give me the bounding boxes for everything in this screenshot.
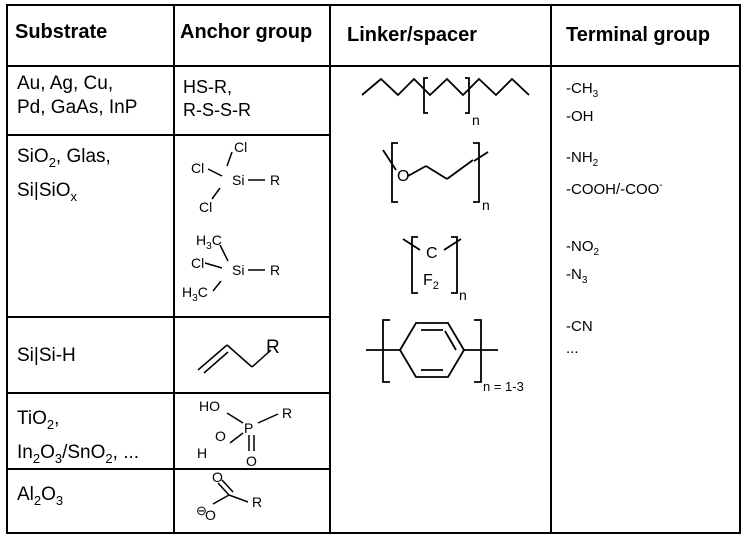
- si-label-2: Si: [232, 262, 244, 278]
- r-label-1: R: [270, 172, 280, 188]
- ethylene-glycol-linker: [382, 142, 489, 203]
- terminal-n3: -N3: [566, 266, 588, 286]
- o-label-3: O: [212, 469, 223, 485]
- substrate-alumina: Al2O3: [17, 484, 64, 508]
- alkene-bonds: [197, 344, 272, 374]
- o-label-4: O: [205, 507, 216, 523]
- header-anchor: Anchor group: [180, 21, 313, 43]
- o-linker: O: [397, 168, 409, 185]
- r-label-alkene: R: [266, 337, 280, 358]
- si-label-1: Si: [232, 172, 244, 188]
- phosphonic-labels: HO R P O H O: [197, 398, 292, 469]
- carboxylate-labels: O R ⊖ O: [196, 469, 262, 523]
- terminal-group-3: -NO2 -N3: [566, 236, 599, 292]
- anchor-disulfide: R-S-S-R: [183, 100, 251, 120]
- h3c-label-1: H3C: [196, 232, 222, 252]
- n-label-2: n: [482, 197, 490, 213]
- dimethylchlorosilane-bonds: [204, 244, 265, 292]
- terminal-nh2: -NH2: [566, 149, 599, 169]
- anchor-thiols: HS-R, R-S-S-R: [183, 76, 251, 122]
- terminal-cooh: -COOH/-COO-: [566, 180, 663, 198]
- n-range-label: n = 1-3: [483, 379, 524, 394]
- cl-label-3: Cl: [199, 199, 212, 215]
- o-label-2: O: [246, 453, 257, 469]
- r-label-4: R: [252, 494, 262, 510]
- table-border: [6, 4, 741, 534]
- substrate-siox-line: Si|SiOx: [17, 179, 78, 204]
- anchor-atom-labels: Cl Cl Si R Cl H3C Cl Si R H3C: [182, 139, 280, 304]
- substrate-hydride: Si|Si-H: [17, 345, 76, 366]
- perfluoro-linker: [402, 236, 462, 294]
- terminal-cn: -CN: [566, 318, 593, 335]
- h3c-label-2: H3C: [182, 284, 208, 304]
- alkyl-chain-linker: [361, 77, 530, 114]
- minus-charge: ⊖: [196, 503, 207, 518]
- linker-labels: n O n C F2 n n = 1-3: [397, 112, 524, 394]
- terminal-group-1: -CH3 -OH: [566, 78, 598, 128]
- substrate-oxides: SiO2, Glas, Si|SiOx: [17, 143, 111, 211]
- header-terminal: Terminal group: [566, 24, 711, 46]
- substrate-metals-line2: Pd, GaAs, InP: [17, 97, 138, 118]
- terminal-group-4: -CN ...: [566, 316, 593, 360]
- substrate-ito-line: In2O3/SnO2, ...: [17, 441, 140, 466]
- r-label-3: R: [282, 405, 292, 421]
- n-label-1: n: [472, 112, 480, 128]
- terminal-ch3: -CH3: [566, 80, 599, 100]
- carboxylate-bonds: [212, 479, 249, 505]
- cl-label-4: Cl: [191, 255, 204, 271]
- substrate-tio2-line: TiO2,: [17, 408, 60, 432]
- cl-label-1: Cl: [234, 139, 247, 155]
- f2-linker: F2: [423, 272, 439, 292]
- n-label-3: n: [459, 287, 467, 303]
- h-label: H: [197, 445, 207, 461]
- phenylene-linker: [366, 319, 498, 383]
- phosphonic-bonds: [226, 412, 279, 451]
- substrate-tio2-ito: TiO2, In2O3/SnO2, ...: [17, 405, 139, 473]
- header-linker: Linker/spacer: [347, 24, 478, 46]
- header-substrate: Substrate: [15, 21, 108, 43]
- terminal-no2: -NO2: [566, 238, 600, 258]
- c-linker: C: [426, 245, 438, 262]
- terminal-oh: -OH: [566, 108, 594, 125]
- table-grid: [6, 4, 741, 534]
- substrate-metals-line1: Au, Ag, Cu,: [17, 73, 114, 94]
- ho-label: HO: [199, 398, 220, 414]
- p-label: P: [244, 420, 253, 436]
- r-label-2: R: [270, 262, 280, 278]
- trichlorosilane-bonds: [207, 151, 265, 200]
- terminal-ellipsis: ...: [566, 340, 579, 357]
- substrate-sio2-line: SiO2, Glas,: [17, 146, 111, 170]
- substrate-metals: Au, Ag, Cu, Pd, GaAs, InP: [17, 72, 137, 120]
- cl-label-2: Cl: [191, 160, 204, 176]
- terminal-group-2: -NH2 -COOH/-COO-: [566, 147, 663, 201]
- anchor-thiol: HS-R,: [183, 77, 232, 97]
- o-label-1: O: [215, 428, 226, 444]
